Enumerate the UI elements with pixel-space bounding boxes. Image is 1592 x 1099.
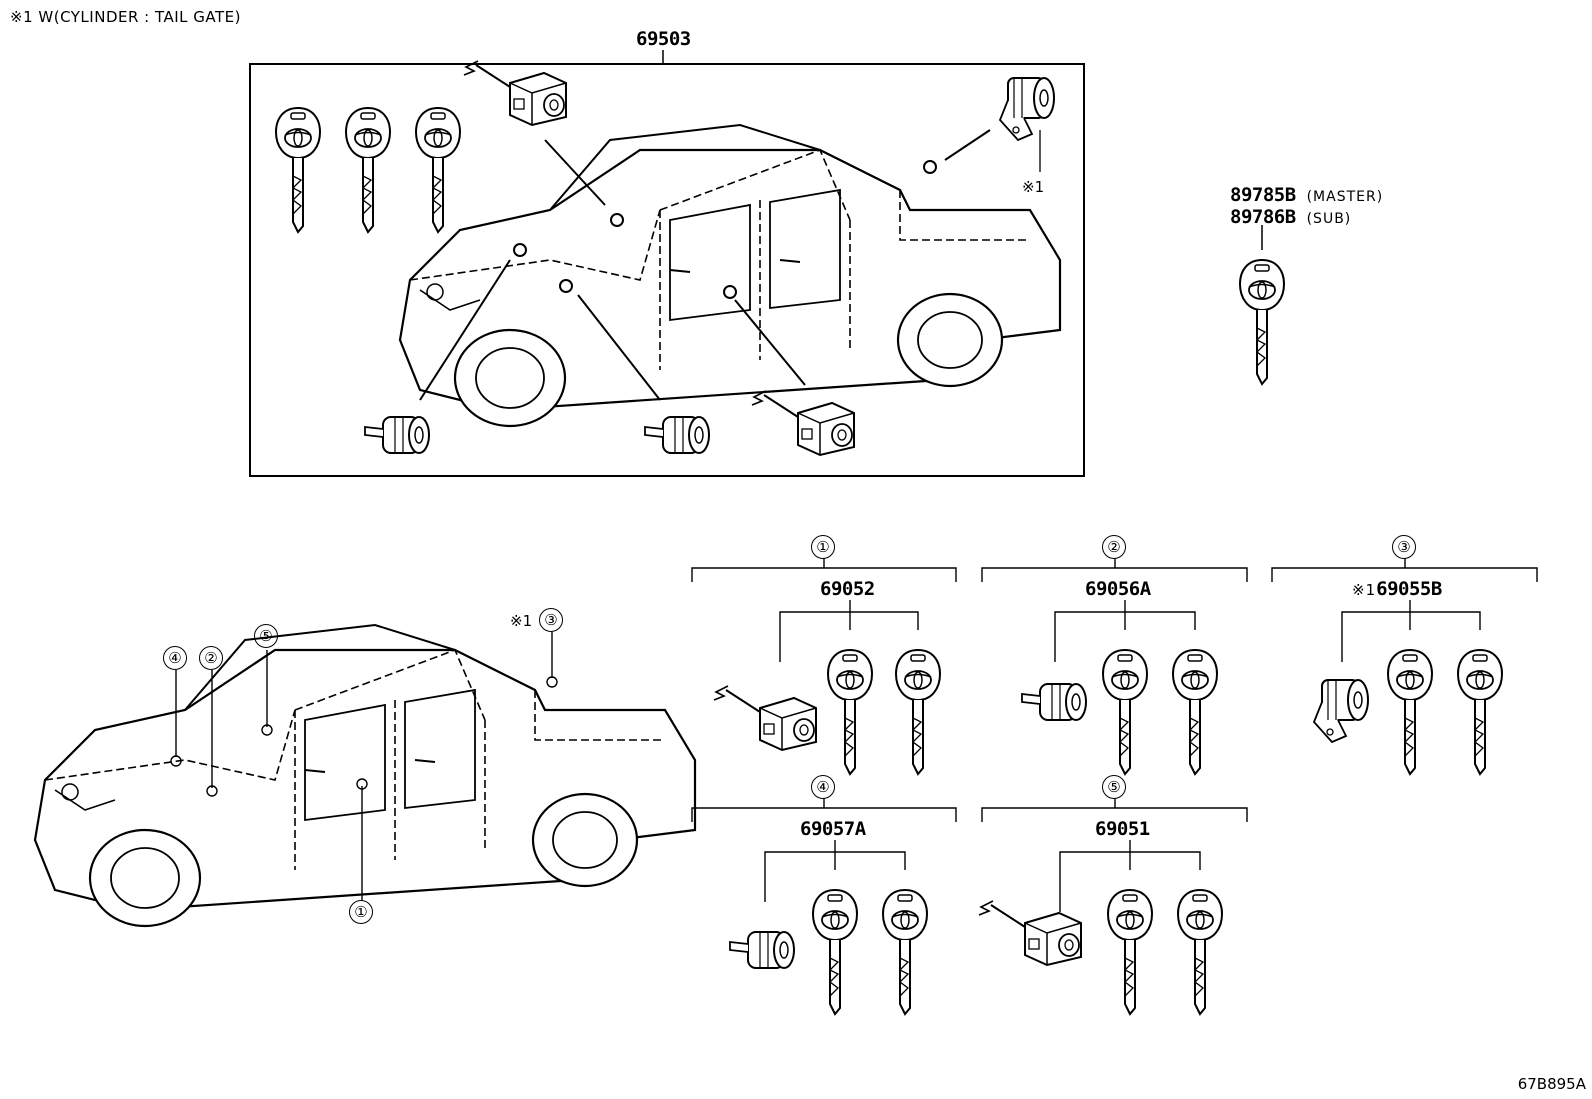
group-3-part: ※169055B: [1352, 578, 1442, 600]
group-4-parts: [729, 889, 928, 1015]
sub-key-part: 89786B (SUB): [1230, 206, 1351, 228]
group-5-index: ⑤: [1102, 775, 1126, 799]
group-5-part-number: 69051: [1095, 818, 1150, 840]
truck-callout-3-mark: ※1: [510, 612, 533, 630]
kit-frame: [249, 63, 1085, 477]
truck-callout-2: ②: [199, 646, 223, 670]
group-2-parts: [1021, 649, 1218, 775]
group-4-part-number: 69057A: [800, 818, 866, 840]
group-3-parts: [1313, 649, 1503, 775]
master-key-code: 89785B: [1230, 184, 1296, 206]
group-1-part-number: 69052: [820, 578, 875, 600]
location-truck-illustration: [33, 623, 697, 928]
sub-key-label: (SUB): [1306, 211, 1352, 227]
group-3-part-number: 69055B: [1376, 578, 1442, 600]
truck-callout-3: ③: [539, 608, 563, 632]
truck-callout-4: ④: [163, 646, 187, 670]
group-2-index: ②: [1102, 535, 1126, 559]
group-5-parts: [978, 889, 1223, 1015]
kit-keys: [275, 107, 461, 233]
kit-pointer-arrows: [419, 129, 1041, 401]
master-sub-key: [1239, 259, 1285, 385]
location-leader-lines: [170, 632, 558, 900]
kit-part-number: 69503: [636, 28, 691, 50]
truck-callout-1: ①: [349, 900, 373, 924]
group-brackets: [691, 558, 1538, 912]
truck-callout-5: ⑤: [254, 624, 278, 648]
group-3-index: ③: [1392, 535, 1416, 559]
tail-gate-cylinder-mark: ※1: [1022, 178, 1045, 196]
master-key-label: (MASTER): [1306, 189, 1384, 205]
group-4-index: ④: [811, 775, 835, 799]
footnote-tail-gate: ※1 W(CYLINDER : TAIL GATE): [10, 8, 241, 26]
group-2-part-number: 69056A: [1085, 578, 1151, 600]
group-1-index: ①: [811, 535, 835, 559]
group-3-mark: ※1: [1352, 581, 1377, 599]
group-1-parts: [713, 649, 941, 775]
illustration-reference: 67B895A: [1517, 1075, 1586, 1093]
sub-key-code: 89786B: [1230, 206, 1296, 228]
master-key-part: 89785B (MASTER): [1230, 184, 1383, 206]
